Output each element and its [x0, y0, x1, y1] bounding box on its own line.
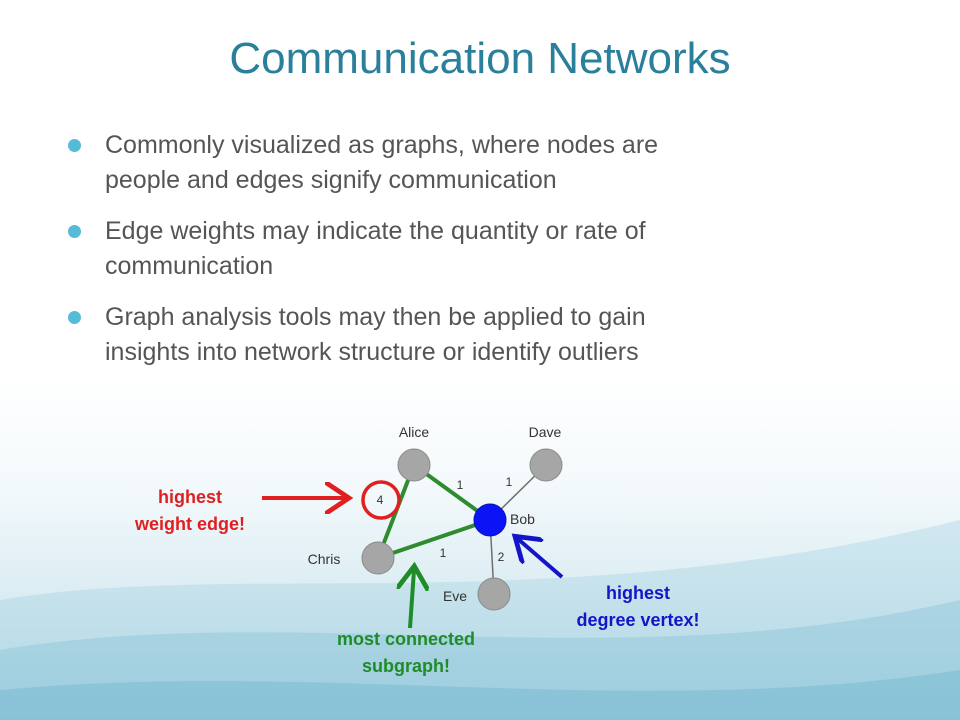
annotation-line: weight edge! [134, 514, 245, 534]
bullet-line: Commonly visualized as graphs, where nod… [105, 131, 659, 159]
node-eve [477, 577, 511, 611]
node-alice [397, 448, 431, 482]
bullet-item: Edge weights may indicate the quantity o… [68, 214, 908, 284]
annotation-line: highest [157, 487, 222, 507]
node-label-alice: Alice [399, 424, 430, 440]
annotation-highest-weight-edge: highest weight edge! [100, 484, 280, 538]
bullet-line: Graph analysis tools may then be applied… [105, 303, 646, 331]
annotation-most-connected-subgraph: most connected subgraph! [296, 626, 516, 680]
bullet-line: Edge weights may indicate the quantity o… [105, 217, 646, 245]
node-bob [473, 503, 507, 537]
node-label-eve: Eve [443, 588, 467, 604]
node-label-bob: Bob [510, 511, 535, 527]
bullet-line: insights into network structure or ident… [105, 338, 639, 366]
edge-weight-dave-bob: 1 [506, 475, 513, 489]
bullet-line: people and edges signify communication [105, 166, 557, 194]
bullet-dot-icon [68, 225, 81, 238]
highest-weight-marker [361, 480, 401, 520]
annotation-line: highest [605, 583, 670, 603]
node-chris [361, 541, 395, 575]
edge-chris-bob [377, 518, 491, 560]
node-label-chris: Chris [308, 551, 341, 567]
bullet-item: Commonly visualized as graphs, where nod… [68, 128, 908, 198]
edge-weight-bob-eve: 2 [498, 550, 505, 564]
annotation-line: most connected [336, 629, 476, 649]
edge-weight-alice-chris: 4 [377, 493, 384, 507]
bullet-dot-icon [68, 311, 81, 324]
edge-weight-chris-bob: 1 [440, 546, 447, 560]
slide-title: Communication Networks [229, 34, 731, 83]
node-label-dave: Dave [529, 424, 562, 440]
green-arrow-icon [410, 570, 414, 629]
blue-arrow-icon [518, 539, 564, 579]
annotation-highest-degree-vertex: highest degree vertex! [528, 580, 748, 634]
edge-weight-alice-bob: 1 [457, 478, 464, 492]
bullet-dot-icon [68, 139, 81, 152]
bullet-list: Commonly visualized as graphs, where nod… [68, 128, 908, 386]
bullet-item: Graph analysis tools may then be applied… [68, 300, 908, 370]
bullet-line: communication [105, 252, 274, 280]
node-dave [529, 448, 563, 482]
annotation-line: degree vertex! [576, 610, 700, 630]
annotation-line: subgraph! [362, 656, 450, 676]
